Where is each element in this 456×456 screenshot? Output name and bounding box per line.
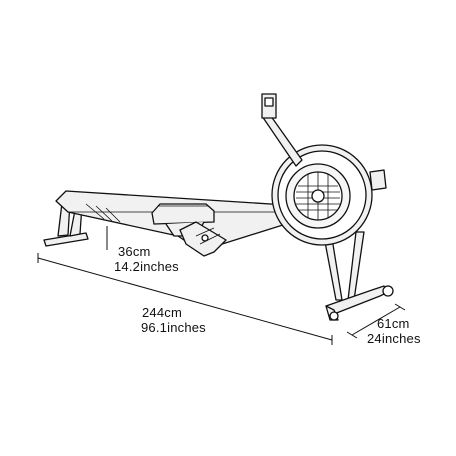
length-imperial-label: 96.1inches bbox=[141, 320, 206, 335]
length-metric-label: 244cm bbox=[142, 305, 183, 320]
length-dimension-line bbox=[37, 257, 333, 341]
width-dimension-line bbox=[351, 306, 401, 336]
rowing-machine-frame bbox=[43, 93, 394, 321]
dimension-lines bbox=[37, 226, 406, 345]
width-metric-label: 61cm bbox=[377, 316, 410, 331]
height-metric-label: 36cm bbox=[118, 244, 151, 259]
width-imperial-label: 24inches bbox=[367, 331, 421, 346]
height-imperial-label: 14.2inches bbox=[114, 259, 179, 274]
